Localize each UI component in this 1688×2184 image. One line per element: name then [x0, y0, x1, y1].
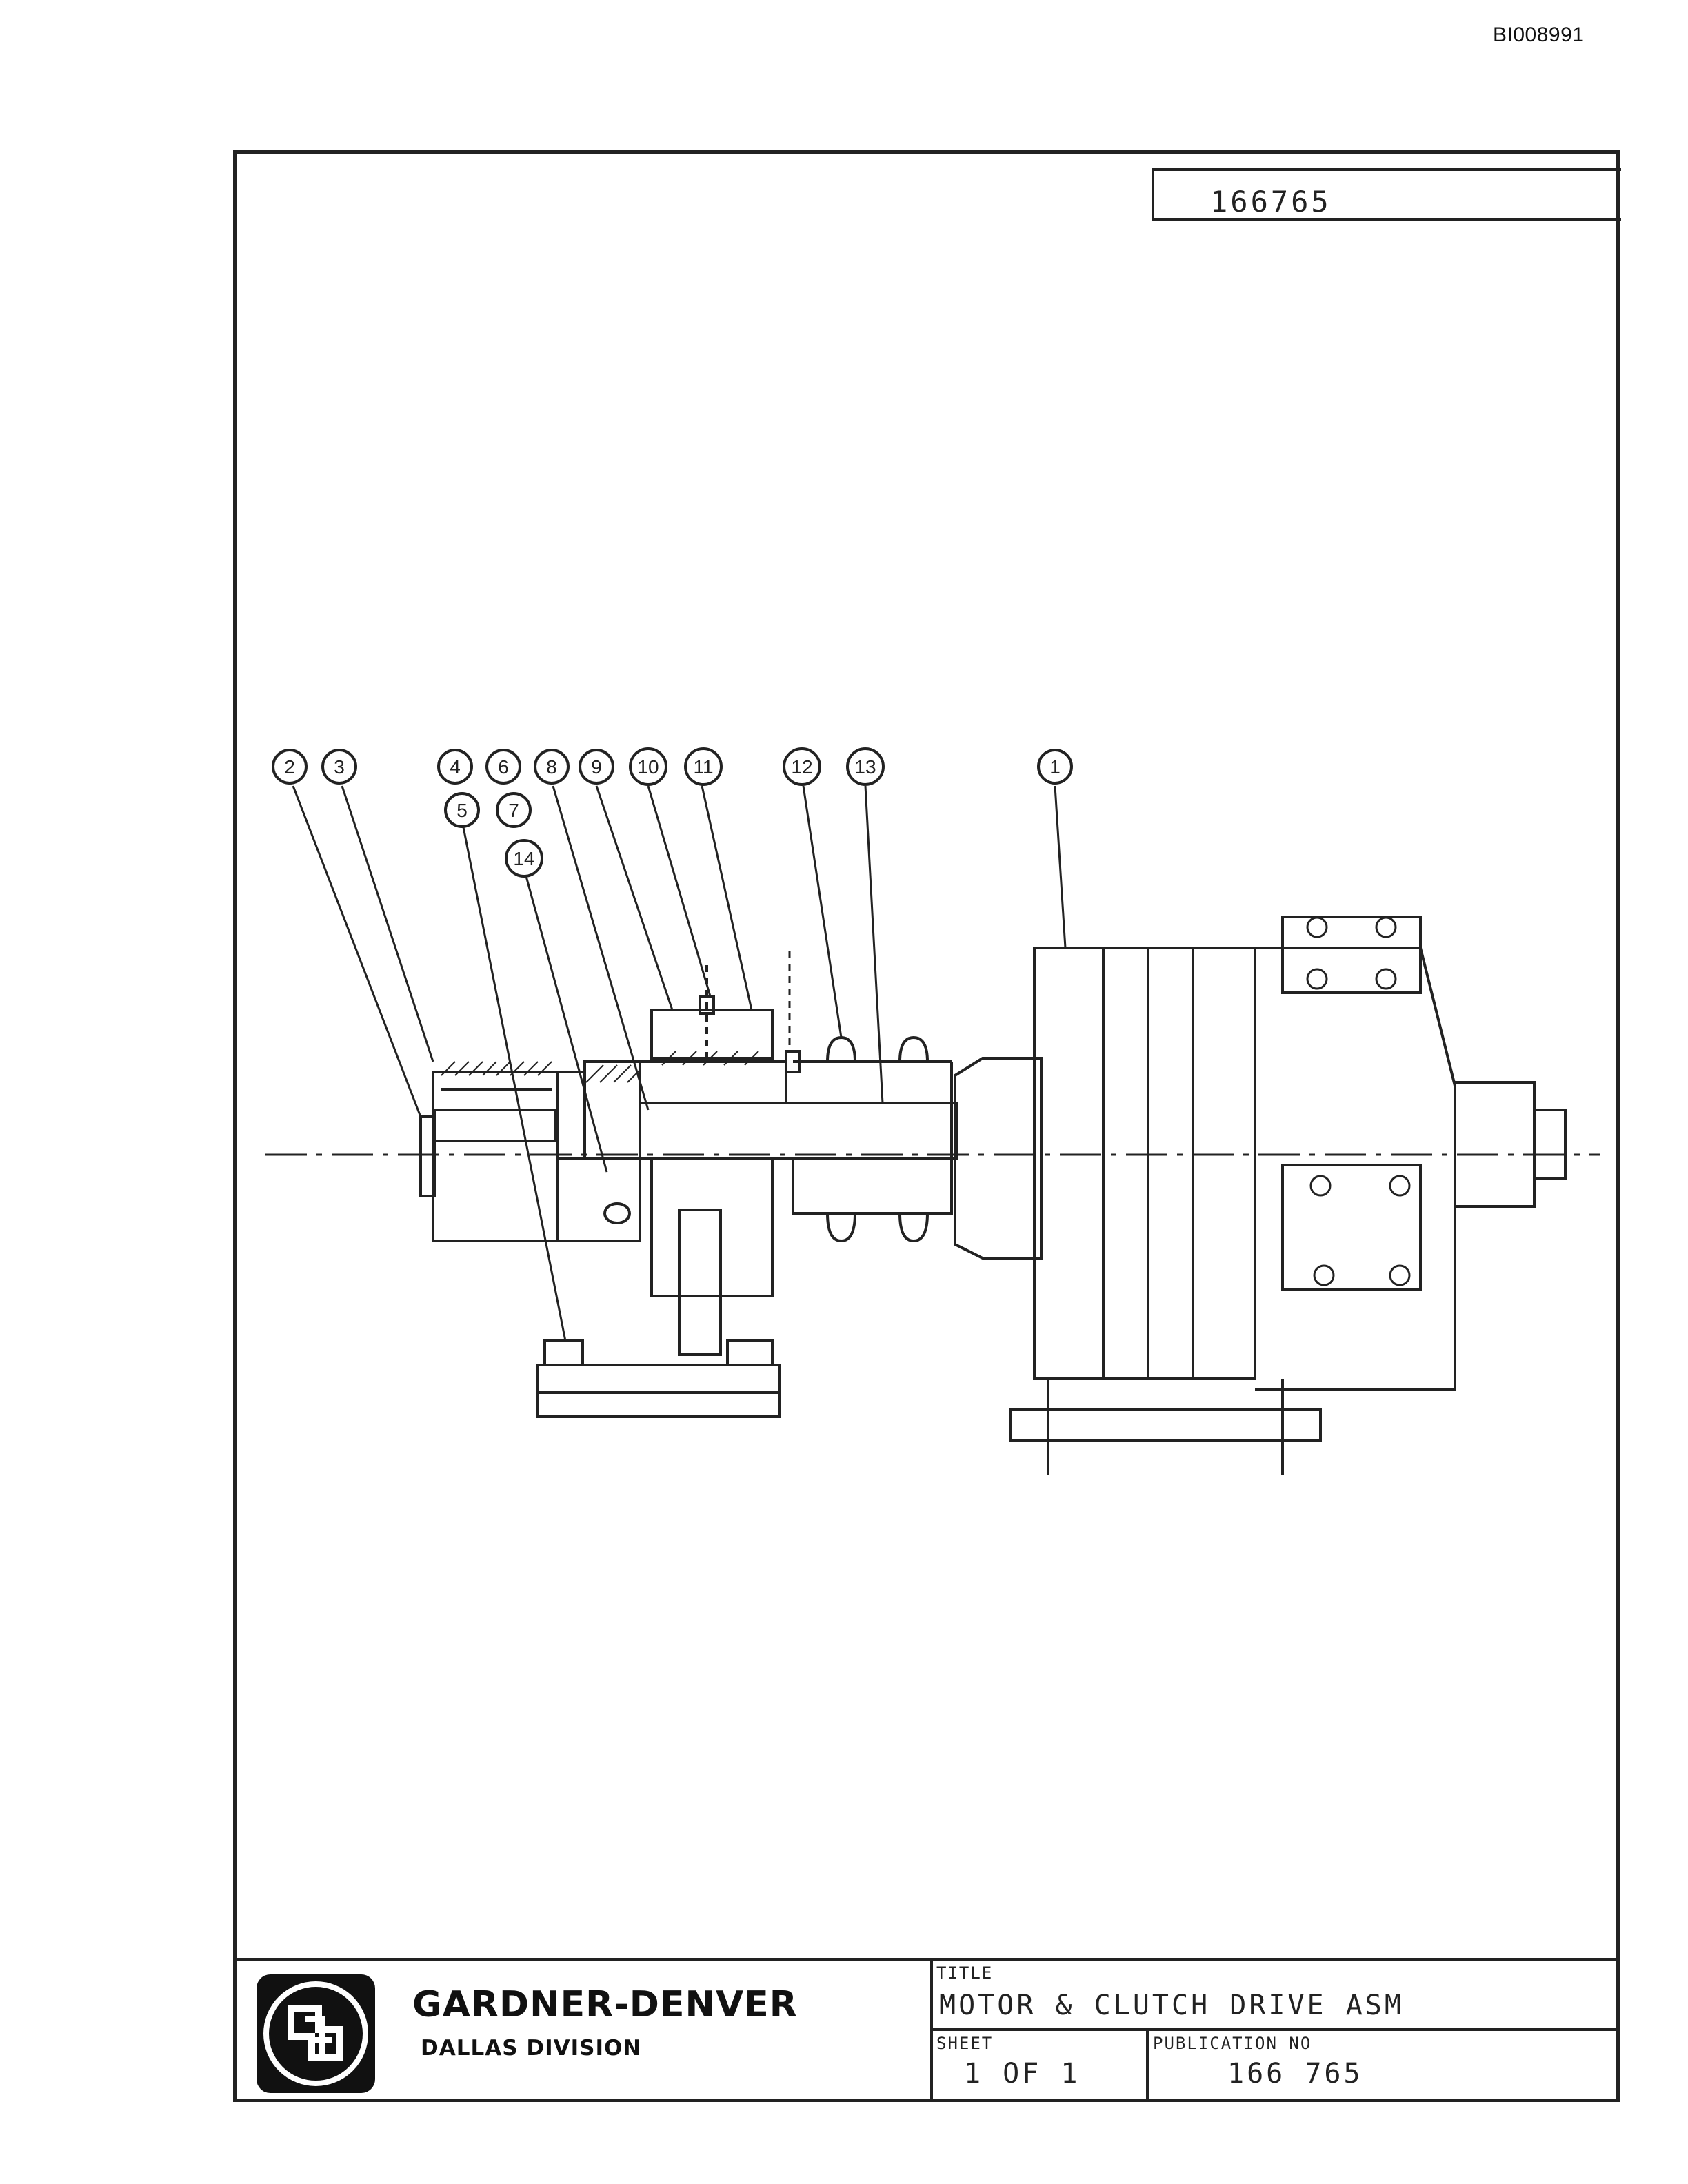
callout-11: 11	[684, 747, 723, 786]
svg-text:14: 14	[513, 848, 534, 869]
callout-2: 2	[272, 749, 308, 785]
svg-text:1: 1	[1049, 756, 1061, 778]
motor-bolts	[1306, 916, 1411, 1286]
title-label: TITLE	[936, 1963, 994, 1983]
drawing-number-box	[1152, 168, 1621, 221]
callout-6: 6	[485, 749, 521, 785]
sheet-value: 1 OF 1	[964, 2058, 1081, 2090]
callout-balloons: 2 3 4 5 6 7 14 8 9 10 11 12 13 1	[272, 747, 1073, 878]
publication-label: PUBLICATION NO	[1153, 2034, 1312, 2053]
document-id: BI008991	[1493, 23, 1585, 46]
svg-text:8: 8	[546, 756, 557, 778]
svg-text:4: 4	[450, 756, 461, 778]
leader-lines	[292, 785, 1067, 1342]
svg-text:5: 5	[456, 800, 468, 821]
clutch-hub	[419, 1060, 641, 1242]
svg-text:7: 7	[508, 800, 519, 821]
drawing-title: MOTOR & CLUTCH DRIVE ASM	[939, 1990, 1404, 2021]
publication-number: 166 765	[1227, 2058, 1363, 2090]
svg-text:11: 11	[693, 756, 713, 778]
drawing-number: 166765	[1210, 185, 1332, 219]
callout-13: 13	[846, 747, 885, 786]
svg-text:12: 12	[791, 756, 812, 778]
callout-10: 10	[629, 747, 667, 786]
bearing-block	[650, 965, 774, 1060]
company-name: GARDNER-DENVER	[412, 1984, 798, 2025]
callout-12: 12	[783, 747, 821, 786]
svg-text:3: 3	[334, 756, 345, 778]
title-block-divider	[930, 2028, 1616, 2031]
svg-text:2: 2	[284, 756, 295, 778]
callout-14: 14	[505, 839, 543, 878]
svg-text:13: 13	[854, 756, 876, 778]
logo-icon	[263, 1981, 368, 2086]
callout-7: 7	[496, 792, 532, 828]
sheet-label: SHEET	[936, 2034, 994, 2053]
pedestal-base	[536, 1157, 781, 1418]
callout-1: 1	[1037, 749, 1073, 785]
company-logo	[257, 1974, 375, 2093]
callout-5: 5	[444, 792, 480, 828]
callout-8: 8	[534, 749, 570, 785]
company-division: DALLAS DIVISION	[421, 2036, 642, 2061]
callout-4: 4	[437, 749, 473, 785]
hatched-sections	[441, 1051, 759, 1083]
motor-housing	[954, 916, 1567, 1475]
svg-text:10: 10	[637, 756, 659, 778]
title-block-divider	[1146, 2028, 1149, 2099]
sprocket	[785, 1035, 953, 1243]
callout-3: 3	[321, 749, 357, 785]
main-shaft	[639, 1060, 958, 1215]
callout-9: 9	[579, 749, 614, 785]
drawing-frame	[233, 150, 1620, 2102]
svg-text:9: 9	[591, 756, 602, 778]
svg-text:6: 6	[498, 756, 509, 778]
title-block	[237, 1958, 1616, 2099]
